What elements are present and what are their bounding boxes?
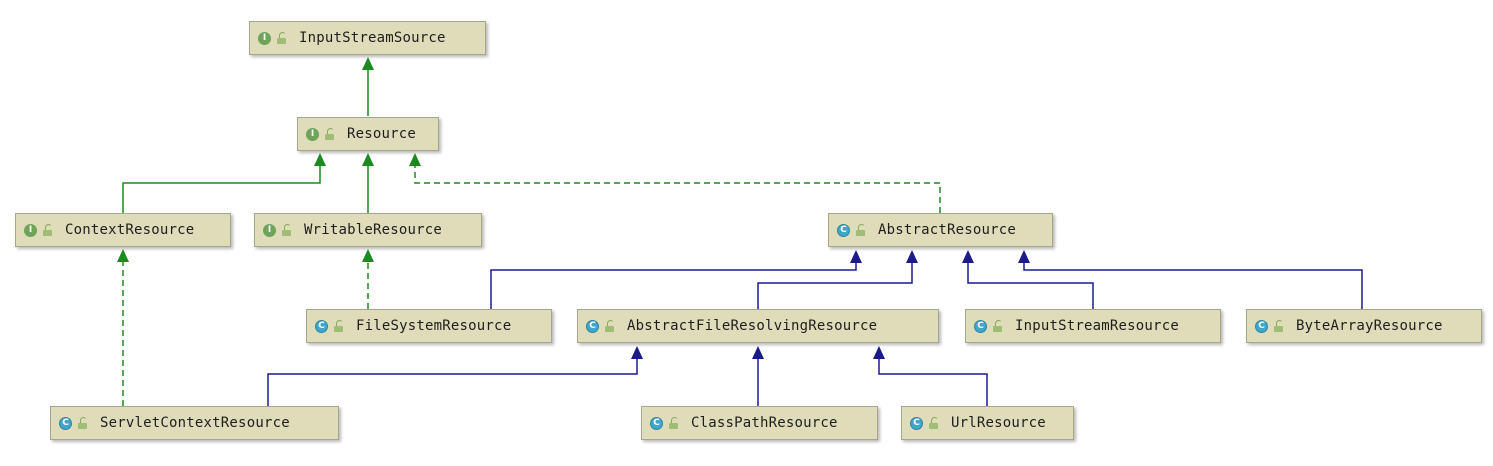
node-label: InputStreamResource: [1015, 318, 1179, 334]
node-urlresource[interactable]: C UrlResource: [901, 406, 1074, 440]
public-access-icon: [282, 223, 292, 237]
node-label: ByteArrayResource: [1296, 318, 1443, 334]
node-writableresource[interactable]: I WritableResource: [254, 213, 482, 247]
arrowhead-abstractfileresolving-2: [752, 346, 764, 359]
node-label: Resource: [347, 126, 417, 142]
arrowhead-resource-center: [362, 153, 374, 166]
edge-contextresource-to-resource: [122, 166, 321, 213]
arrowhead-abstractfileresolving-1: [631, 346, 643, 359]
node-inputstreamsource[interactable]: I InputStreamSource: [249, 21, 486, 55]
arrowhead-resource-left: [314, 153, 326, 166]
interface-icon: I: [263, 223, 276, 237]
node-label: ClassPathResource: [691, 415, 838, 431]
edge-bytearrayresource-to-abstractresource: [1023, 262, 1363, 309]
public-access-icon: [856, 223, 866, 237]
class-icon: C: [1255, 319, 1268, 333]
arrowhead-abstractresource-3: [962, 250, 974, 263]
node-label: InputStreamSource: [299, 30, 446, 46]
node-bytearrayresource[interactable]: C ByteArrayResource: [1246, 309, 1482, 343]
node-label: AbstractResource: [878, 222, 1017, 238]
class-icon: C: [910, 416, 923, 430]
node-servletcontextresource[interactable]: C ServletContextResource: [50, 406, 339, 440]
public-access-icon: [277, 31, 287, 45]
interface-icon: I: [258, 31, 271, 45]
node-label: ContextResource: [65, 222, 195, 238]
node-label: AbstractFileResolvingResource: [627, 318, 878, 334]
arrowhead-abstractresource-1: [850, 250, 862, 263]
class-icon: C: [59, 416, 72, 430]
arrowhead-resource-right: [409, 153, 421, 166]
public-access-icon: [605, 319, 615, 333]
node-contextresource[interactable]: I ContextResource: [15, 213, 231, 247]
edge-inputstreamresource-to-abstractresource: [967, 262, 1094, 309]
node-abstractresource[interactable]: C AbstractResource: [828, 213, 1053, 247]
abstract-class-icon: C: [837, 223, 850, 237]
arrowhead-contextresource: [117, 249, 129, 262]
interface-icon: I: [306, 127, 319, 141]
class-edges: [267, 250, 1363, 406]
node-label: ServletContextResource: [100, 415, 290, 431]
node-label: FileSystemResource: [356, 318, 512, 334]
edge-urlresource-to-abstractfileresolving: [878, 359, 988, 406]
public-access-icon: [669, 416, 679, 430]
node-resource[interactable]: I Resource: [297, 117, 439, 151]
interface-edges: [117, 57, 941, 406]
edge-servletcontextresource-to-abstractfileresolving: [267, 359, 638, 406]
arrowhead-inputstreamsource: [362, 57, 374, 70]
public-access-icon: [929, 416, 939, 430]
arrowhead-writableresource: [362, 249, 374, 262]
arrowhead-abstractfileresolving-3: [873, 346, 885, 359]
edge-filesystemresource-to-abstractresource: [490, 262, 857, 309]
node-abstractfileresolvingresource[interactable]: C AbstractFileResolvingResource: [577, 309, 939, 343]
public-access-icon: [78, 416, 88, 430]
abstract-class-icon: C: [586, 319, 599, 333]
edge-abstractfileresolving-to-abstractresource: [757, 262, 913, 309]
public-access-icon: [325, 127, 335, 141]
edge-abstractresource-to-resource: [414, 166, 941, 213]
node-classpathresource[interactable]: C ClassPathResource: [641, 406, 878, 440]
node-label: WritableResource: [304, 222, 443, 238]
node-inputstreamresource[interactable]: C InputStreamResource: [965, 309, 1221, 343]
class-icon: C: [974, 319, 987, 333]
interface-icon: I: [24, 223, 37, 237]
arrowhead-abstractresource-4: [1018, 250, 1030, 263]
arrowhead-abstractresource-2: [906, 250, 918, 263]
class-icon: C: [650, 416, 663, 430]
node-filesystemresource[interactable]: C FileSystemResource: [306, 309, 552, 343]
public-access-icon: [43, 223, 53, 237]
public-access-icon: [334, 319, 344, 333]
node-label: UrlResource: [951, 415, 1046, 431]
public-access-icon: [993, 319, 1003, 333]
public-access-icon: [1274, 319, 1284, 333]
class-icon: C: [315, 319, 328, 333]
